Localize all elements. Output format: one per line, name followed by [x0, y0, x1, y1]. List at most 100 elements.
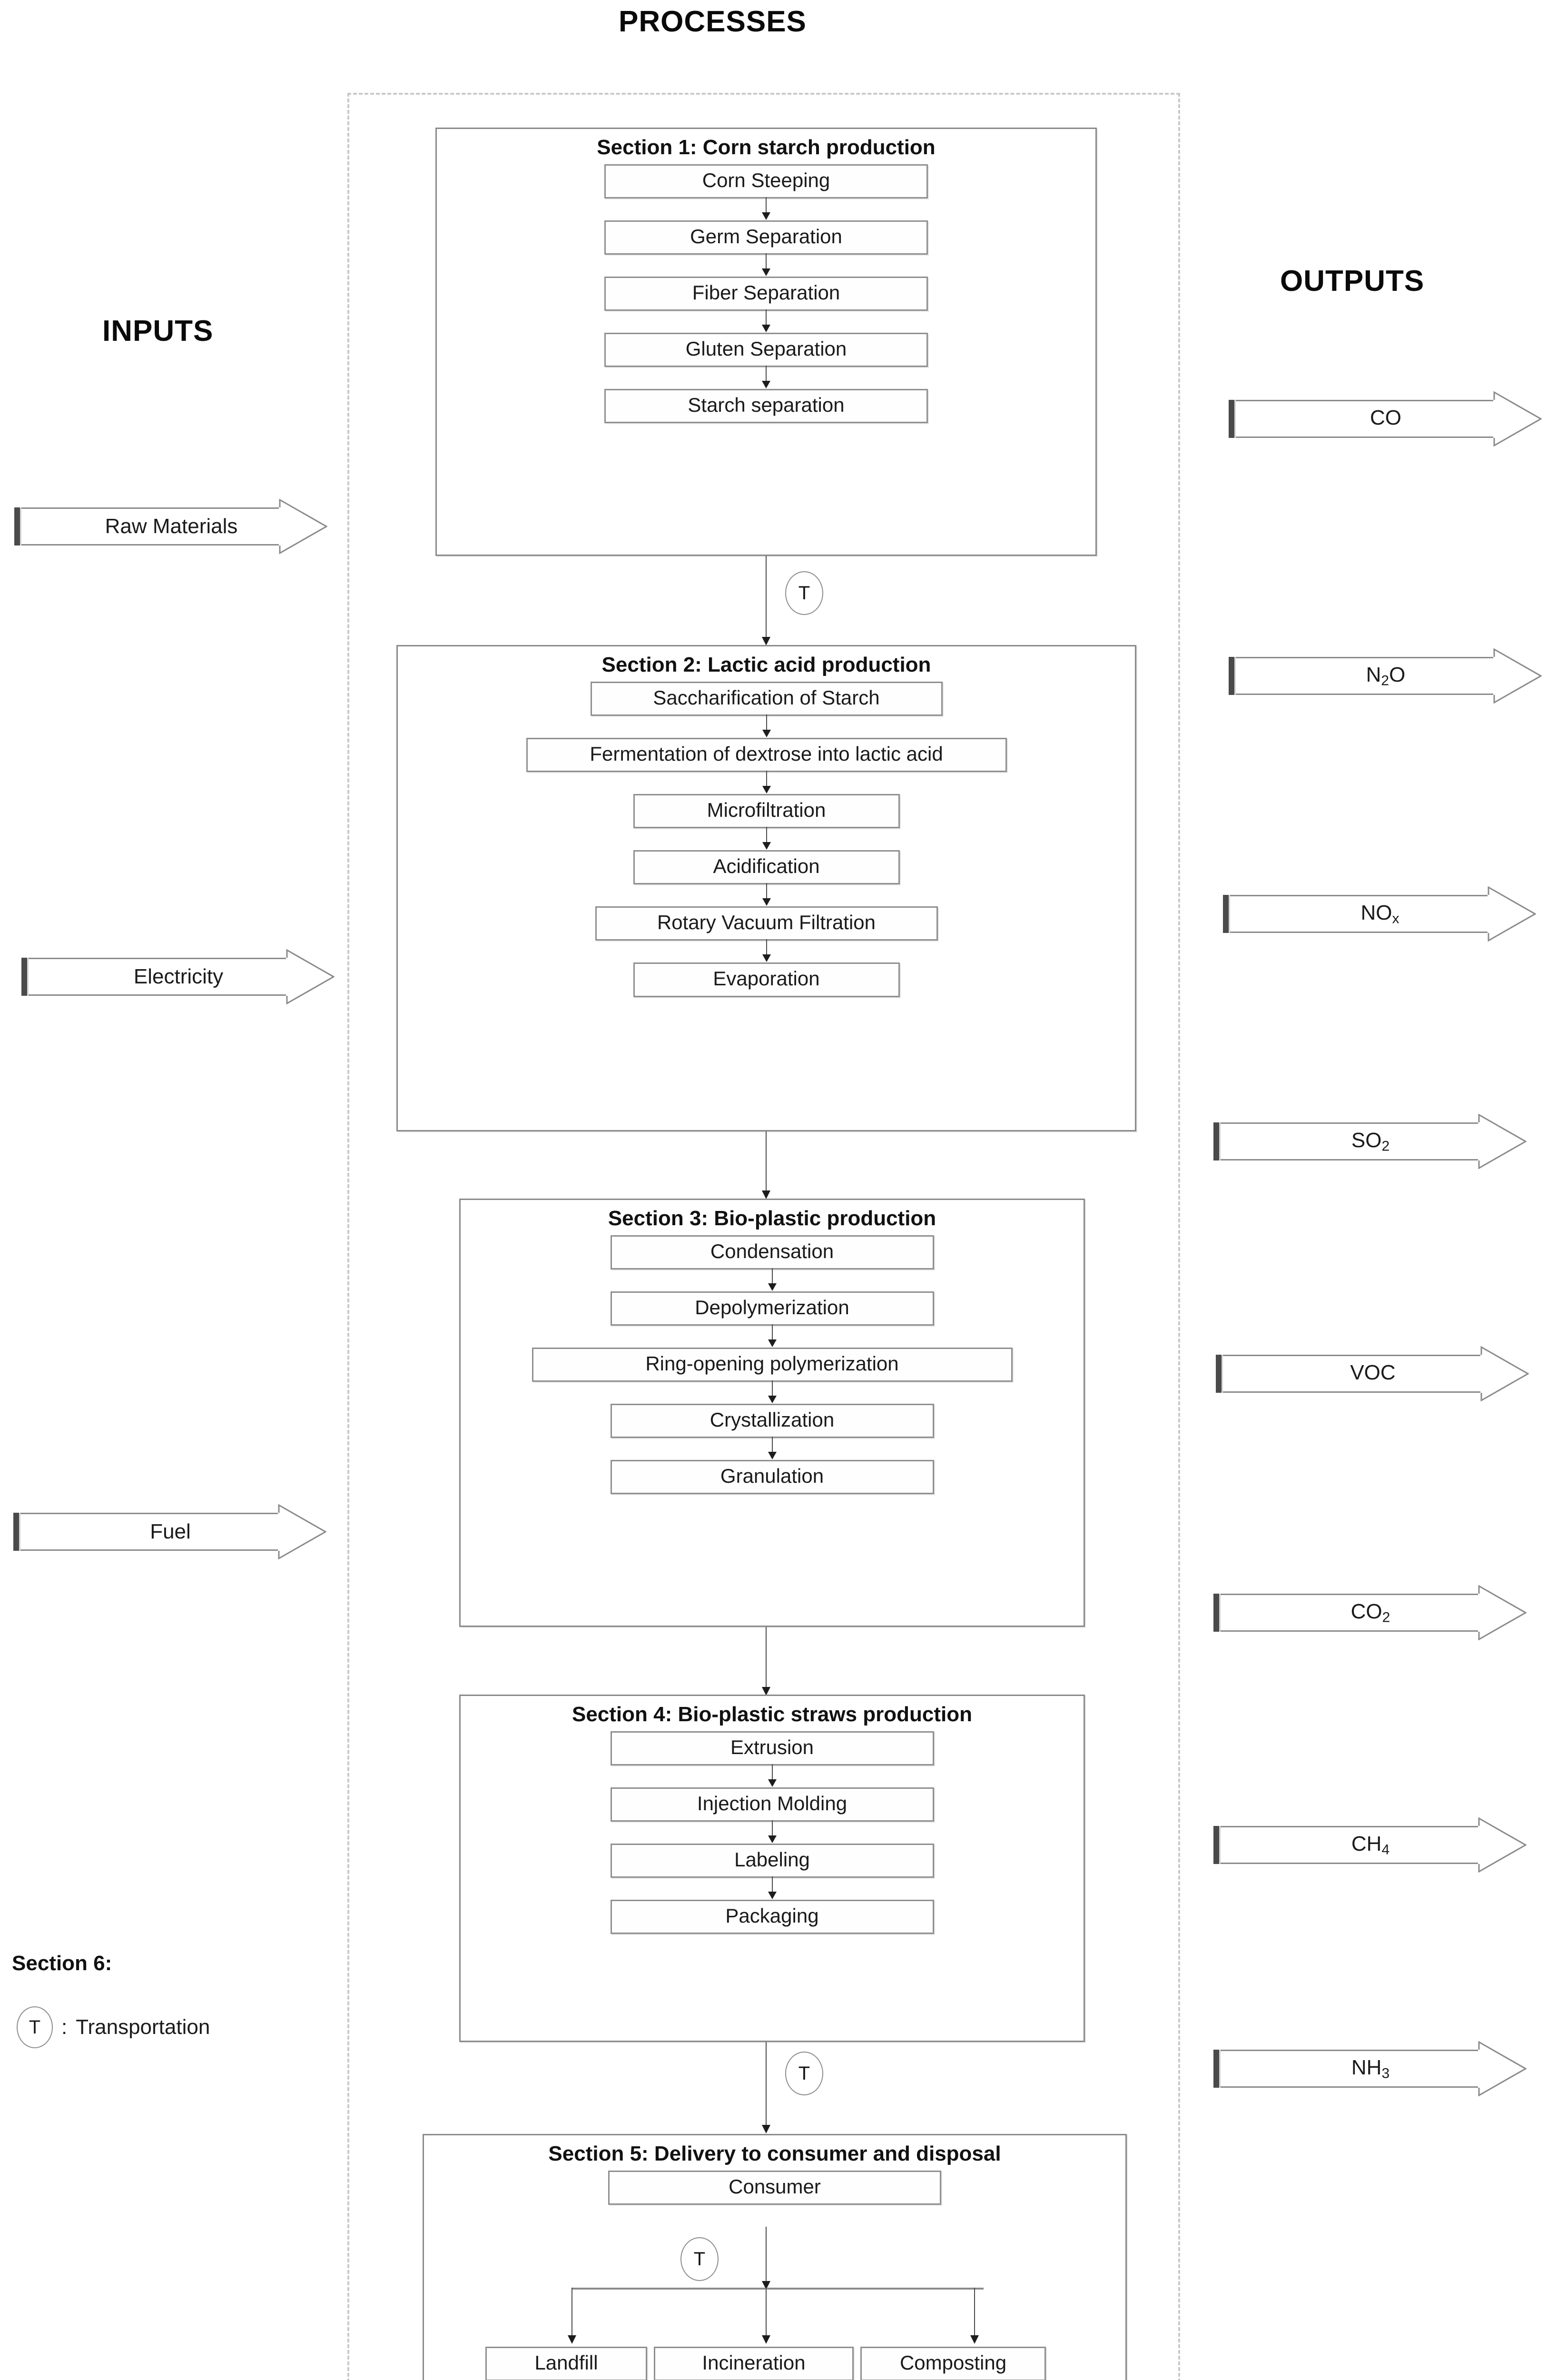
step-box[interactable]: Crystallization — [610, 1404, 934, 1438]
step-box[interactable]: Starch separation — [604, 389, 928, 424]
input-arrow-electricity[interactable]: Electricity — [21, 949, 335, 1004]
section-steps-5: Consumer — [424, 2171, 1125, 2205]
arrow-head-icon — [1488, 886, 1536, 942]
transport-circle: T — [785, 571, 823, 615]
output-arrow-n2o[interactable]: N2O — [1229, 648, 1543, 704]
arrow-tail-cap — [1213, 1826, 1221, 1864]
arrow-head-icon — [1478, 1817, 1527, 1873]
arrow-shaft — [14, 507, 281, 545]
arrow-shaft — [1229, 657, 1495, 695]
outputs-heading: OUTPUTS — [1280, 265, 1425, 298]
arrow-tail-cap — [1229, 400, 1236, 438]
arrow-head-icon — [278, 1504, 326, 1559]
section-title-4: Section 4: Bio-plastic straws production — [572, 1703, 972, 1726]
output-arrow-nox[interactable]: NOx — [1223, 886, 1537, 942]
arrow-head-icon — [1493, 391, 1542, 446]
arrow-tail-cap — [14, 507, 21, 545]
section-title-2: Section 2: Lactic acid production — [601, 653, 931, 676]
arrow-shaft — [1229, 400, 1495, 438]
step-box[interactable]: Evaporation — [633, 962, 900, 997]
section-steps-3: Condensation Depolymerization Ring-openi… — [461, 1235, 1084, 1495]
connector-section2-to-section3 — [762, 1131, 770, 1199]
step-box[interactable]: Gluten Separation — [604, 333, 928, 367]
arrow-shaft — [1213, 1826, 1480, 1864]
disposal-drop-composting — [970, 2288, 979, 2344]
disposal-option-landfill[interactable]: Landfill — [485, 2347, 647, 2380]
section-box-1: Section 1: Corn starch production Corn S… — [435, 128, 1097, 556]
arrow-head-icon — [286, 949, 335, 1004]
step-box[interactable]: Fiber Separation — [604, 277, 928, 311]
legend-title: Section 6: — [12, 1952, 112, 1975]
output-arrow-co[interactable]: CO — [1229, 391, 1543, 446]
connector-section3-to-section4 — [762, 1627, 770, 1696]
step-box[interactable]: Labeling — [610, 1844, 934, 1878]
section-title-5: Section 5: Delivery to consumer and disp… — [548, 2142, 1001, 2165]
arrow-head-icon — [279, 499, 327, 554]
step-box[interactable]: Condensation — [610, 1235, 934, 1270]
step-box[interactable]: Acidification — [633, 850, 900, 885]
arrow-shaft — [13, 1513, 280, 1551]
arrow-shaft — [1213, 1122, 1480, 1160]
transport-circle: T — [680, 2237, 719, 2281]
step-box[interactable]: Corn Steeping — [604, 164, 928, 199]
arrow-shaft — [1213, 1594, 1480, 1632]
section-title-1: Section 1: Corn starch production — [597, 136, 936, 159]
section-steps-2: Saccharification of Starch Fermentation … — [398, 682, 1135, 997]
legend-separator: : — [61, 2015, 68, 2039]
arrow-tail-cap — [1229, 657, 1236, 695]
arrow-head-icon — [1478, 2041, 1527, 2096]
step-box[interactable]: Rotary Vacuum Filtration — [595, 906, 938, 941]
connector-section1-to-section2 — [762, 556, 770, 645]
arrow-tail-cap — [1216, 1355, 1223, 1393]
output-arrow-voc[interactable]: VOC — [1216, 1346, 1530, 1401]
processes-heading: PROCESSES — [619, 5, 807, 38]
arrow-head-icon — [1478, 1114, 1527, 1169]
arrow-tail-cap — [13, 1513, 20, 1551]
step-box[interactable]: Packaging — [610, 1900, 934, 1934]
step-box[interactable]: Saccharification of Starch — [590, 682, 943, 716]
step-box[interactable]: Granulation — [610, 1460, 934, 1495]
step-box[interactable]: Injection Molding — [610, 1787, 934, 1822]
step-box[interactable]: Extrusion — [610, 1731, 934, 1766]
output-arrow-so2[interactable]: SO2 — [1213, 1114, 1527, 1169]
disposal-option-composting[interactable]: Composting — [860, 2347, 1046, 2380]
input-arrow-fuel[interactable]: Fuel — [13, 1504, 327, 1559]
step-box[interactable]: Depolymerization — [610, 1291, 934, 1326]
output-arrow-nh3[interactable]: NH3 — [1213, 2041, 1527, 2096]
connector-section4-to-section5 — [762, 2042, 770, 2133]
disposal-option-incineration[interactable]: Incineration — [654, 2347, 854, 2380]
arrow-tail-cap — [1223, 895, 1230, 933]
output-arrow-co2[interactable]: CO2 — [1213, 1585, 1527, 1640]
disposal-fanout-bar — [572, 2288, 984, 2290]
arrow-shaft — [21, 958, 288, 996]
section-steps-4: Extrusion Injection Molding Labeling Pac… — [461, 1731, 1084, 1934]
arrow-head-icon — [1478, 1585, 1527, 1640]
arrow-tail-cap — [1213, 1594, 1221, 1632]
step-box[interactable]: Microfiltration — [633, 794, 900, 829]
arrow-tail-cap — [21, 958, 29, 996]
arrow-shaft — [1223, 895, 1489, 933]
consumer-outflow-line — [762, 2227, 770, 2290]
arrow-head-icon — [1480, 1346, 1529, 1401]
step-box[interactable]: Germ Separation — [604, 220, 928, 255]
section-box-4: Section 4: Bio-plastic straws production… — [459, 1695, 1085, 2042]
section-box-3: Section 3: Bio-plastic production Conden… — [459, 1199, 1085, 1627]
arrow-head-icon — [1493, 648, 1542, 704]
section-box-2: Section 2: Lactic acid production Saccha… — [396, 645, 1136, 1131]
legend-label: Transportation — [76, 2015, 210, 2039]
step-box[interactable]: Consumer — [608, 2171, 941, 2205]
arrow-shaft — [1213, 2050, 1480, 2088]
section-box-5: Section 5: Delivery to consumer and disp… — [423, 2134, 1127, 2380]
input-arrow-raw-materials[interactable]: Raw Materials — [14, 499, 328, 554]
arrow-tail-cap — [1213, 2050, 1221, 2088]
step-box[interactable]: Ring-opening polymerization — [532, 1348, 1013, 1382]
step-box[interactable]: Fermentation of dextrose into lactic aci… — [526, 738, 1007, 773]
section-title-3: Section 3: Bio-plastic production — [608, 1207, 936, 1230]
disposal-drop-incineration — [762, 2288, 770, 2344]
output-arrow-ch4[interactable]: CH4 — [1213, 1817, 1527, 1873]
legend-transport-circle: T — [17, 2006, 53, 2048]
section-steps-1: Corn Steeping Germ Separation Fiber Sepa… — [437, 164, 1095, 424]
legend-row: T : Transportation — [17, 2006, 210, 2048]
arrow-shaft — [1216, 1355, 1482, 1393]
